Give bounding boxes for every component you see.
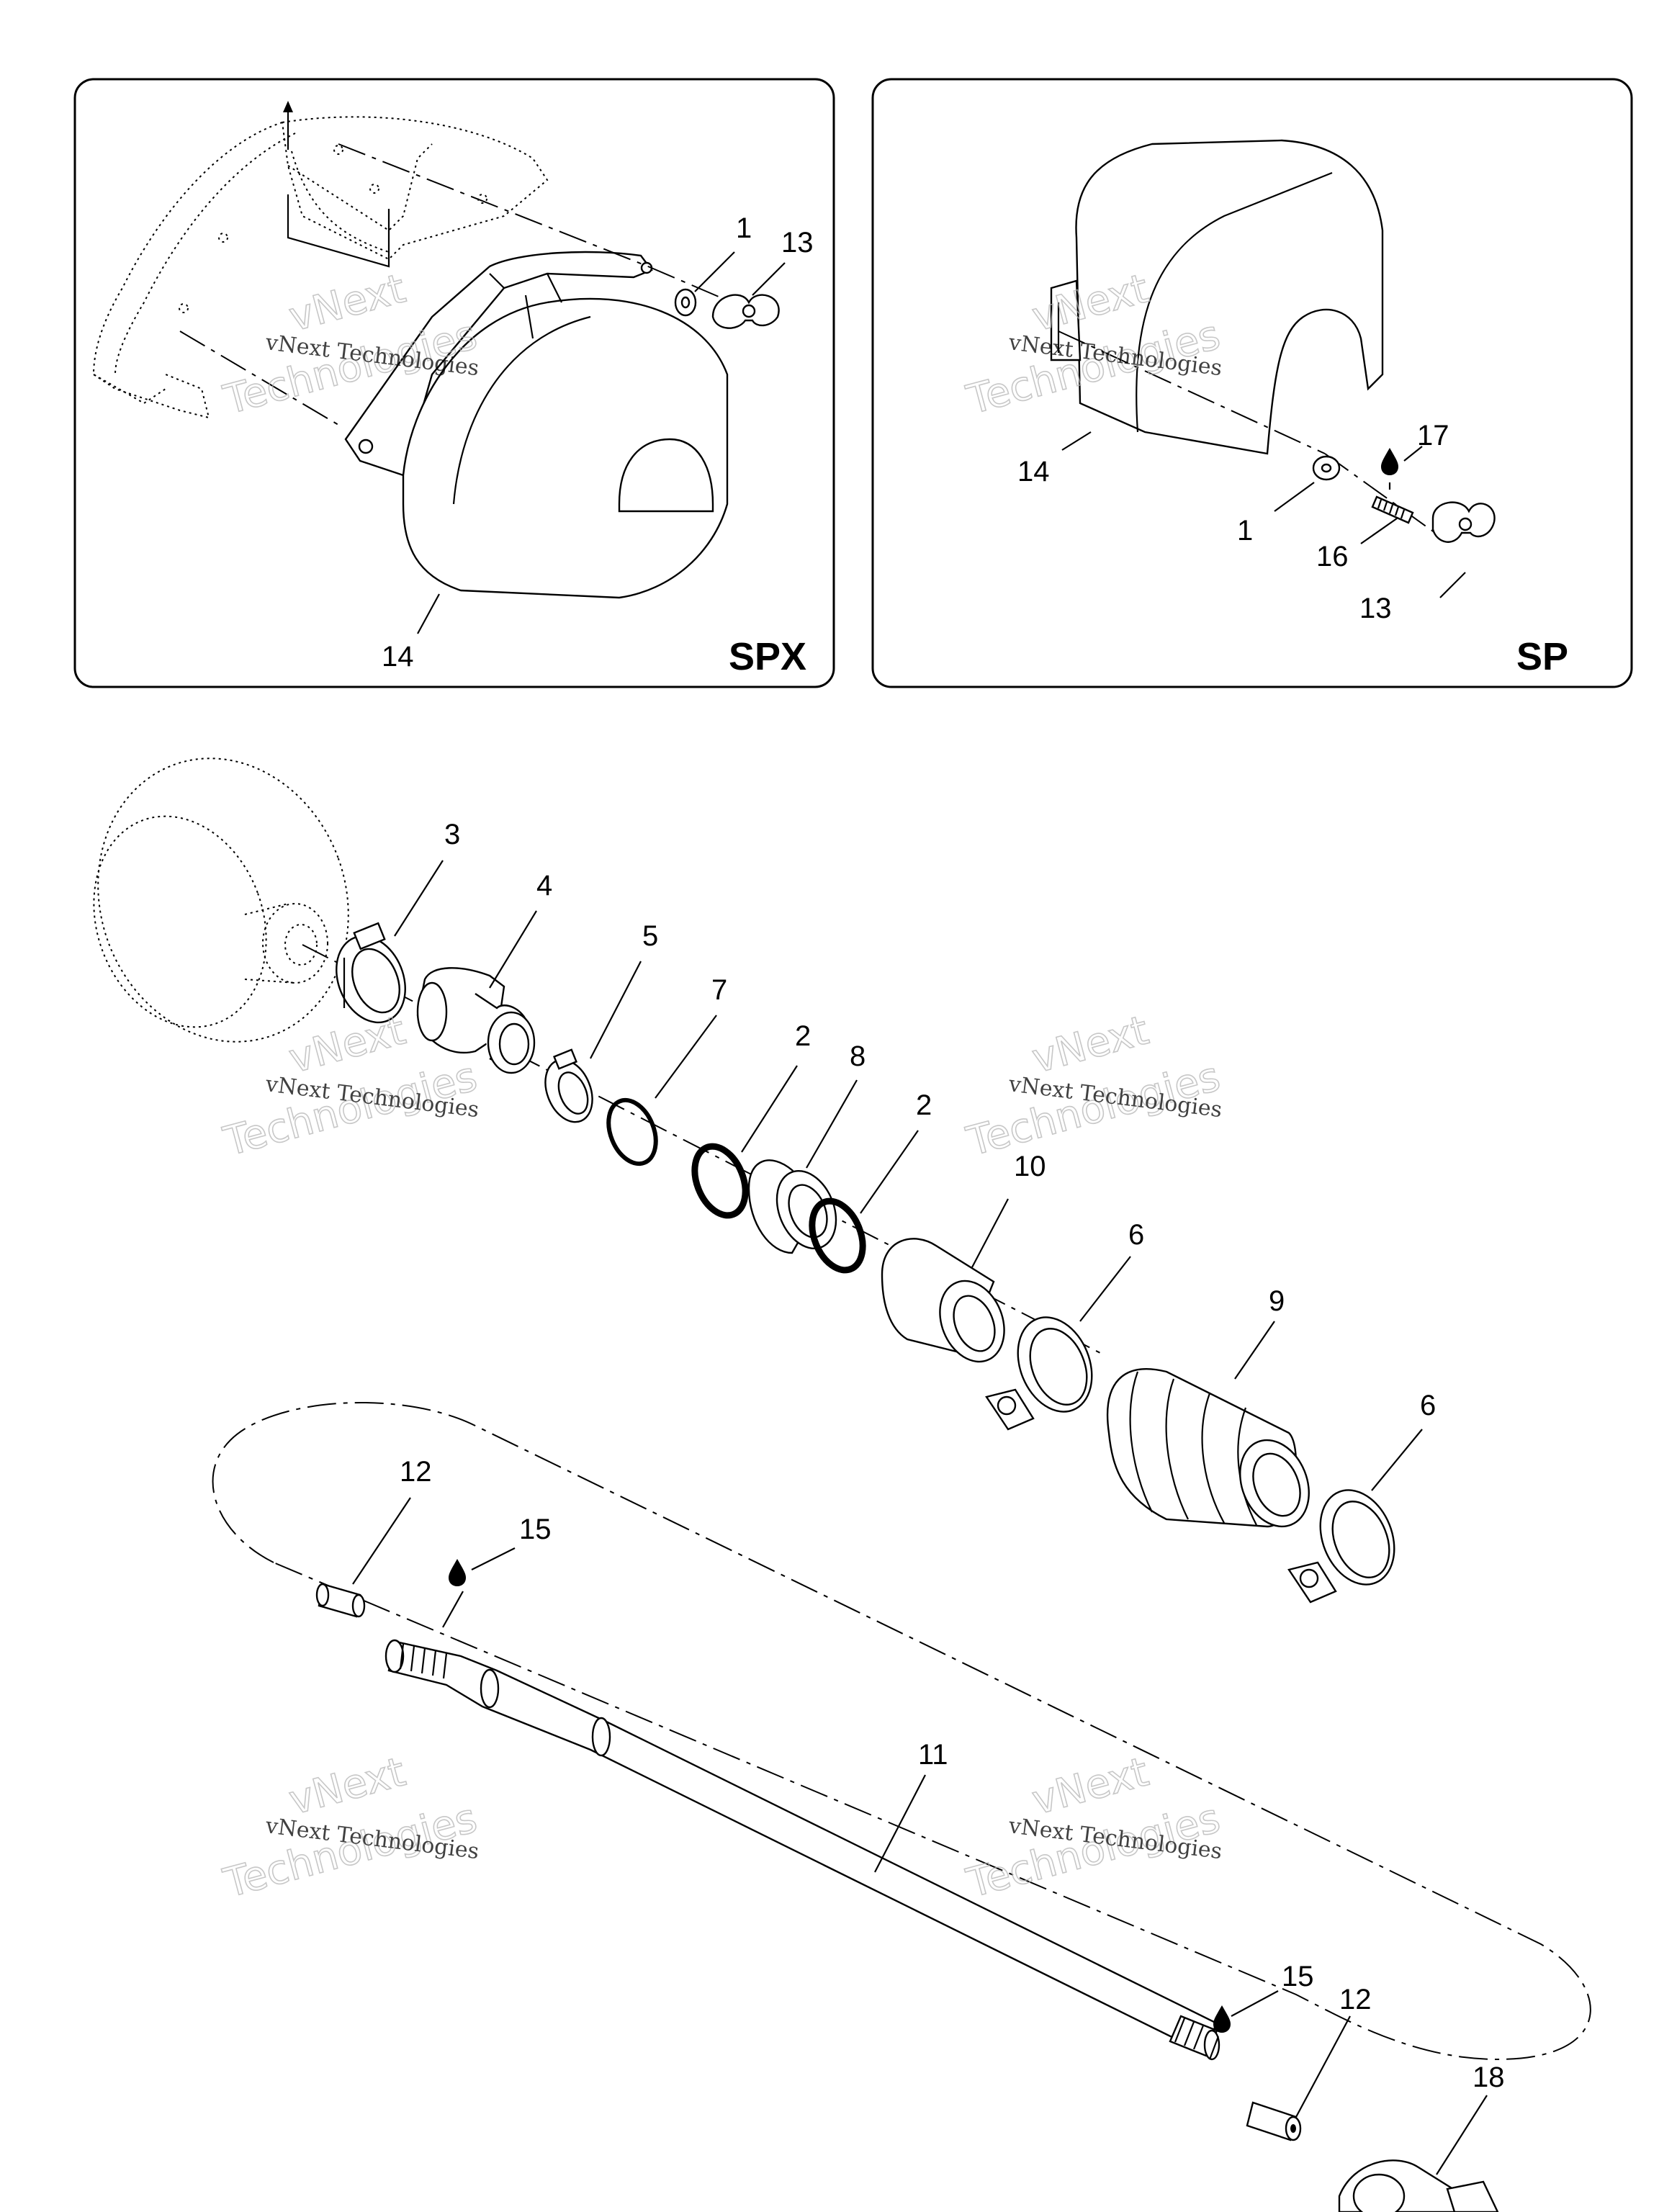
callout-15: 15	[519, 1514, 552, 1545]
spx-bracket-phantom	[92, 116, 549, 419]
clamp-3	[336, 922, 406, 1024]
hose-clamp-6	[1287, 1489, 1395, 1604]
spx-washer	[674, 288, 697, 317]
callout-9: 9	[1269, 1285, 1285, 1317]
callout-6: 6	[1420, 1390, 1436, 1421]
callout-8: 8	[850, 1040, 866, 1072]
callout-13: 13	[781, 227, 814, 258]
watermark-text: vNext	[284, 265, 410, 341]
arrow-up-icon	[283, 101, 293, 150]
callout-3: 3	[444, 819, 460, 850]
sp-wing-nut	[1431, 501, 1496, 543]
callout-1: 1	[1237, 515, 1253, 547]
variant-label-spx: SPX	[729, 635, 806, 678]
bushing-10	[881, 1238, 1005, 1363]
callout-14: 14	[382, 641, 414, 673]
o-ring-2	[691, 1143, 749, 1219]
spx-wing-nut	[711, 294, 780, 329]
callout-16: 16	[1316, 541, 1349, 572]
spx-cover	[344, 251, 729, 599]
callout-2: 2	[795, 1020, 811, 1052]
hose-clamp-6	[985, 1316, 1093, 1431]
watermark-text: vNext	[1028, 1748, 1154, 1824]
callout-10: 10	[1014, 1151, 1046, 1182]
boot-4	[416, 967, 536, 1074]
callout-11: 11	[918, 1739, 948, 1771]
callout-18: 18	[1473, 2062, 1505, 2093]
plug-12	[1246, 2101, 1302, 2141]
main-assembly: 3 4 5 7 2 8 2 10 6 9 6 12 15 11 15 12 18	[93, 757, 1591, 2212]
callout-2: 2	[916, 1089, 932, 1121]
variant-label-sp: SP	[1516, 635, 1568, 678]
callout-12: 12	[1339, 1984, 1372, 2015]
carbon-ring-8	[747, 1159, 837, 1254]
watermark-text: vNext	[284, 1748, 410, 1824]
oil-drop-icon	[1381, 448, 1398, 475]
bellows-9	[1106, 1368, 1310, 1528]
clamp-5	[544, 1048, 593, 1123]
sp-cover	[1050, 139, 1384, 455]
panel-sp: 14 1 16 13 17 SP	[871, 78, 1633, 688]
callout-4: 4	[536, 870, 552, 902]
callout-12: 12	[400, 1456, 432, 1488]
oil-drop-icon	[1213, 2005, 1231, 2033]
callout-5: 5	[642, 920, 658, 952]
callout-15: 15	[1282, 1961, 1314, 1992]
sp-stud	[1371, 495, 1414, 524]
callout-17: 17	[1417, 420, 1449, 451]
callout-13: 13	[1359, 593, 1392, 624]
oil-drop-icon	[449, 1559, 466, 1586]
plug-12	[315, 1583, 366, 1618]
callout-6: 6	[1128, 1219, 1144, 1251]
drive-shaft-11	[385, 1639, 1220, 2061]
sp-washer	[1312, 455, 1341, 481]
callout-1: 1	[736, 212, 752, 244]
bearing-housing-18	[1338, 2159, 1499, 2212]
o-ring-2	[809, 1197, 866, 1274]
pto-phantom	[93, 757, 349, 1043]
watermark-text: vNext	[1028, 1007, 1154, 1082]
callout-7: 7	[711, 974, 727, 1006]
callout-14: 14	[1017, 456, 1050, 487]
panel-spx: 1 13 14 SPX	[73, 78, 835, 688]
o-ring-7	[606, 1097, 658, 1166]
